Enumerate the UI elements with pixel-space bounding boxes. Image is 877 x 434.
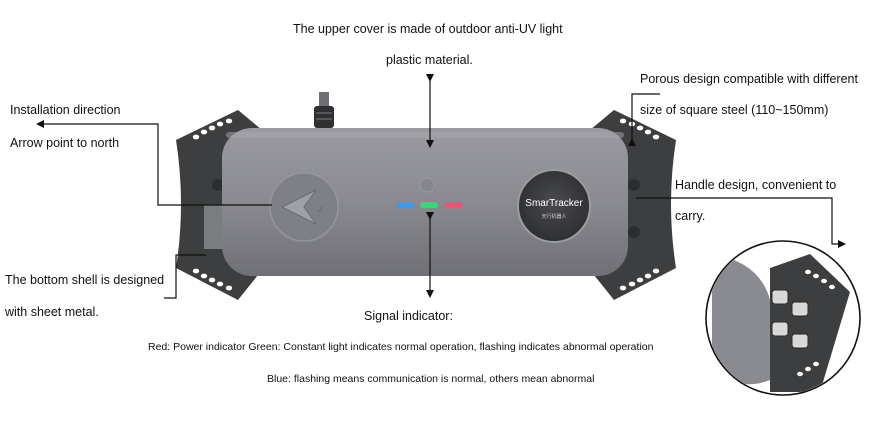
right-handle-knob (628, 179, 640, 191)
left-side-plate (204, 205, 226, 249)
upper-cover-line2: plastic material. (386, 53, 473, 67)
logo-subtext: 天行机器人 (541, 213, 566, 220)
right-bracket-holes (619, 118, 660, 291)
left-handle-knob (212, 179, 224, 191)
antenna-connector (314, 92, 334, 128)
porous-line1: Porous design compatible with different (640, 72, 858, 86)
handle-line2: carry. (675, 209, 706, 223)
left-bracket-holes (192, 118, 233, 291)
porous-line2: size of square steel (110~150mm) (640, 103, 829, 117)
logo-badge (517, 169, 591, 243)
led-green (420, 202, 438, 208)
led-blue (396, 202, 414, 208)
handle-line1: Handle design, convenient to (675, 178, 837, 192)
bottom-shell-line2: with sheet metal. (5, 305, 99, 319)
signal-red-green: Red: Power indicator Green: Constant lig… (148, 341, 654, 353)
signal-blue: Blue: flashing means communication is no… (267, 373, 595, 385)
logo-text: SmarTracker (525, 198, 583, 209)
top-button-icon (419, 177, 435, 193)
right-handle-knob-2 (628, 226, 640, 238)
installation-line1: Installation direction (10, 103, 121, 117)
installation-line2: Arrow point to north (10, 136, 120, 150)
bottom-shell-line1: The bottom shell is designed (5, 273, 165, 287)
north-arrow-icon: z (269, 172, 339, 242)
handle-detail-inset (705, 240, 861, 396)
svg-text:z: z (318, 204, 323, 214)
signal-title: Signal indicator: (364, 309, 453, 323)
upper-cover-line1: The upper cover is made of outdoor anti-… (293, 22, 563, 36)
led-red (444, 202, 462, 208)
